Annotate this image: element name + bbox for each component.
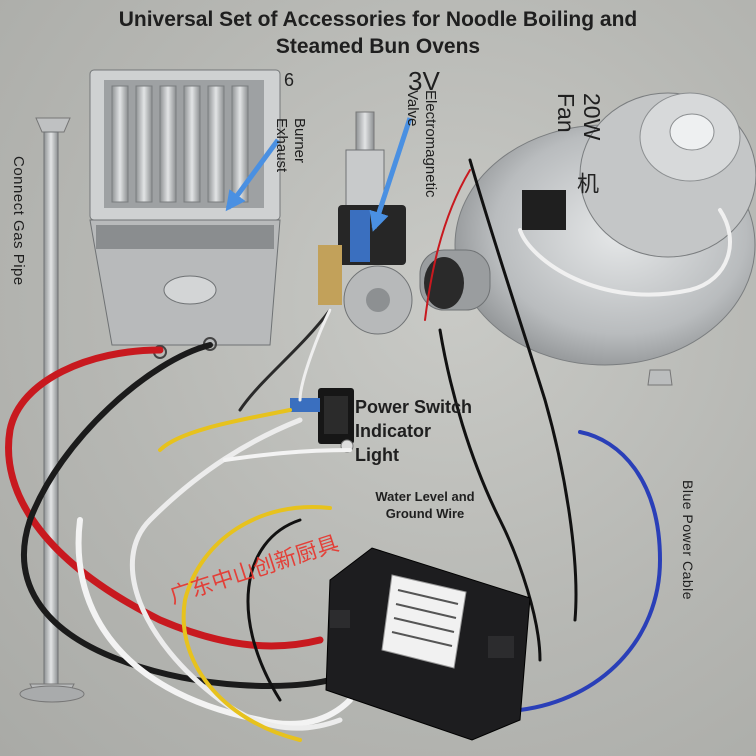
blower-fan <box>419 92 756 386</box>
burner-fragment-label: 6 <box>284 70 295 90</box>
valve-arrow <box>369 117 413 232</box>
fan-label: 20W Fan <box>553 93 605 141</box>
voltage-label: 3V <box>408 66 440 96</box>
burner-exhaust-label: Burner Exhaust <box>273 118 308 173</box>
water-level-label: Water Level and Ground Wire <box>375 489 475 521</box>
blue-cable-label: Blue Power Cable <box>680 480 696 601</box>
fan-char-label: 机 <box>574 172 599 194</box>
gas-pipe <box>19 117 85 703</box>
wiring <box>5 158 732 742</box>
burner <box>89 69 281 359</box>
valve-label: Electromagnetic Valve <box>404 90 439 198</box>
electromagnetic-valve <box>318 111 413 335</box>
burner-arrow <box>225 138 281 212</box>
power-switch-label: Power Switch Indicator Light <box>355 397 473 465</box>
pointer-arrows <box>225 117 413 232</box>
controller-box <box>325 547 531 741</box>
page-title: Universal Set of Accessories for Noodle … <box>118 8 638 58</box>
rocker-switch <box>290 388 354 453</box>
gas-pipe-label: Connect Gas Pipe <box>10 156 27 286</box>
